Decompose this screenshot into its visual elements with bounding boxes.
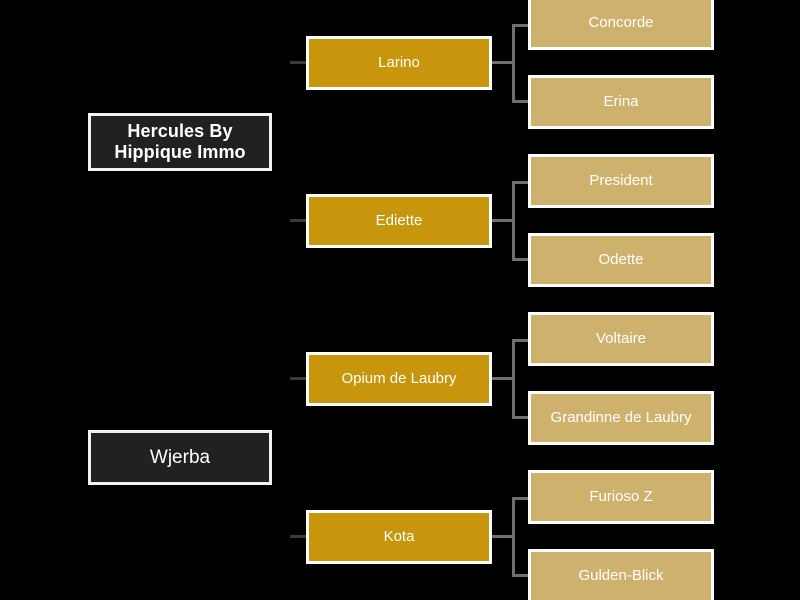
node-outer-furioso-z[interactable]: Furioso Z (528, 470, 714, 524)
connector-mid-4-out (492, 535, 514, 538)
connector-mid-4-vert (512, 497, 515, 576)
node-root-hercules-by-hippique-immo[interactable]: Hercules By Hippique Immo (88, 113, 272, 171)
node-label: Odette (598, 251, 644, 269)
connector-stub-mid-3 (290, 377, 308, 380)
node-label: Kota (383, 528, 415, 546)
node-outer-gulden-blick[interactable]: Gulden-Blick (528, 549, 714, 600)
node-outer-grandinne-de-laubry[interactable]: Grandinne de Laubry (528, 391, 714, 445)
node-label: Concorde (588, 14, 654, 32)
connector-outer-8-in (512, 574, 530, 577)
node-label: Ediette (375, 212, 423, 230)
node-label: Erina (603, 93, 639, 111)
node-label: Opium de Laubry (341, 370, 457, 388)
node-label: Furioso Z (589, 488, 653, 506)
connector-outer-5-in (512, 339, 530, 342)
node-outer-president[interactable]: President (528, 154, 714, 208)
node-outer-erina[interactable]: Erina (528, 75, 714, 129)
node-label: President (589, 172, 653, 190)
connector-stub-mid-1 (290, 61, 308, 64)
node-outer-concorde[interactable]: Concorde (528, 0, 714, 50)
node-mid-larino[interactable]: Larino (306, 36, 492, 90)
node-mid-ediette[interactable]: Ediette (306, 194, 492, 248)
connector-mid-3-vert (512, 339, 515, 418)
connector-mid-1-out (492, 61, 514, 64)
connector-outer-3-in (512, 181, 530, 184)
node-mid-opium-de-laubry[interactable]: Opium de Laubry (306, 352, 492, 406)
node-root-wjerba[interactable]: Wjerba (88, 430, 272, 485)
connector-stub-mid-4 (290, 535, 308, 538)
node-label: Gulden-Blick (578, 567, 664, 585)
connector-mid-2-out (492, 219, 514, 222)
node-label: Grandinne de Laubry (550, 409, 692, 427)
connector-mid-1-vert (512, 24, 515, 103)
connector-outer-4-in (512, 258, 530, 261)
connector-outer-7-in (512, 497, 530, 500)
connector-mid-3-out (492, 377, 514, 380)
node-label: Wjerba (149, 446, 211, 468)
connector-outer-1-in (512, 24, 530, 27)
connector-mid-2-vert (512, 181, 515, 260)
connector-outer-2-in (512, 100, 530, 103)
node-outer-voltaire[interactable]: Voltaire (528, 312, 714, 366)
node-label: Larino (378, 54, 420, 72)
node-label: Voltaire (595, 330, 647, 348)
connector-outer-6-in (512, 416, 530, 419)
node-outer-odette[interactable]: Odette (528, 233, 714, 287)
node-label: Hercules By Hippique Immo (114, 121, 246, 162)
node-mid-kota[interactable]: Kota (306, 510, 492, 564)
connector-stub-mid-2 (290, 219, 308, 222)
